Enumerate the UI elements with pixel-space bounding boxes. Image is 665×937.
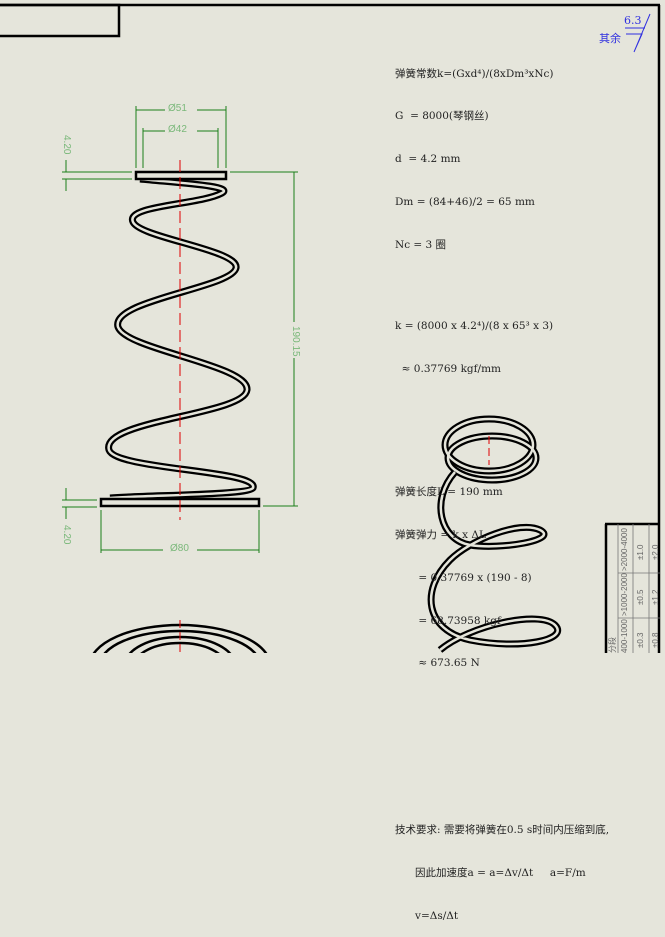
dim-free-length[interactable]: 190.15 — [290, 326, 301, 357]
note-line: ≈ 673.65 N — [395, 657, 480, 670]
note-line: 弹簧长度L = 190 mm — [395, 485, 503, 498]
table-cell: ±0.5 — [636, 589, 645, 605]
note-line — [395, 742, 609, 756]
note-line: v=Δs/Δt — [395, 909, 459, 922]
note-line — [395, 447, 609, 456]
note-line: k = (8000 x 4.2⁴)/(8 x 65³ x 3) — [395, 319, 554, 332]
note-line — [395, 281, 609, 290]
table-cell: ±2.0 — [651, 544, 660, 560]
note-line: = 0.37769 x (190 - 8) — [395, 571, 532, 584]
title-box — [0, 3, 121, 38]
note-line: = 68.73958 kgf — [395, 614, 501, 627]
spring-front-view — [99, 160, 261, 520]
table-range-2: >1000-2000 — [620, 573, 629, 616]
surface-finish-value: 6.3 — [624, 14, 642, 27]
surface-finish-label: 其余 — [599, 32, 621, 45]
note-line: 技术要求: 需要将弹簧在0.5 s时间内压缩到底, — [395, 823, 610, 836]
note-line: 弹簧弹力 = k x ΔL — [395, 528, 486, 541]
tolerance-table-grid — [604, 522, 660, 653]
note-line: d = 4.2 mm — [395, 153, 461, 166]
note-line: 弹簧常数k=(Gxd⁴)/(8xDm³xNc) — [395, 67, 554, 80]
note-line: Dm = (84+46)/2 = 65 mm — [395, 196, 535, 209]
table-cell: ±1.0 — [636, 544, 645, 560]
note-line: G = 8000(琴钢丝) — [395, 110, 489, 123]
dim-top-plate-thickness[interactable]: 4.20 — [61, 135, 72, 155]
table-range-1: 400-1000 — [620, 619, 629, 653]
table-header: 分段 — [608, 637, 617, 653]
note-line: ≈ 0.37769 kgf/mm — [395, 362, 501, 375]
surface-finish-icon — [625, 13, 651, 53]
table-cell: ±1.2 — [651, 589, 660, 605]
dimension-lines — [62, 106, 298, 553]
note-line: 因此加速度a = a=Δv/Δt a=F/m — [395, 866, 586, 879]
note-line — [395, 785, 609, 794]
dim-outer-top-diameter[interactable]: Ø51 — [168, 103, 187, 114]
note-line — [395, 404, 609, 418]
spring-isometric-view — [427, 415, 561, 653]
table-cell: ±0.8 — [651, 632, 660, 648]
spring-top-view-partial — [92, 620, 268, 653]
top-plate — [134, 170, 228, 181]
calculation-notes: 弹簧常数k=(Gxd⁴)/(8xDm³xNc) G = 8000(琴钢丝) d … — [395, 38, 609, 937]
note-line — [395, 699, 609, 713]
drawing-canvas — [0, 3, 661, 653]
table-cell: ±0.3 — [636, 632, 645, 648]
note-line: Nc = 3 圈 — [395, 239, 447, 252]
dim-inner-top-diameter[interactable]: Ø42 — [168, 124, 187, 135]
table-range-3: >2000-4000 — [620, 528, 629, 571]
dim-bottom-plate-thickness[interactable]: 4.20 — [61, 525, 72, 545]
dim-bottom-diameter[interactable]: Ø80 — [170, 543, 189, 554]
